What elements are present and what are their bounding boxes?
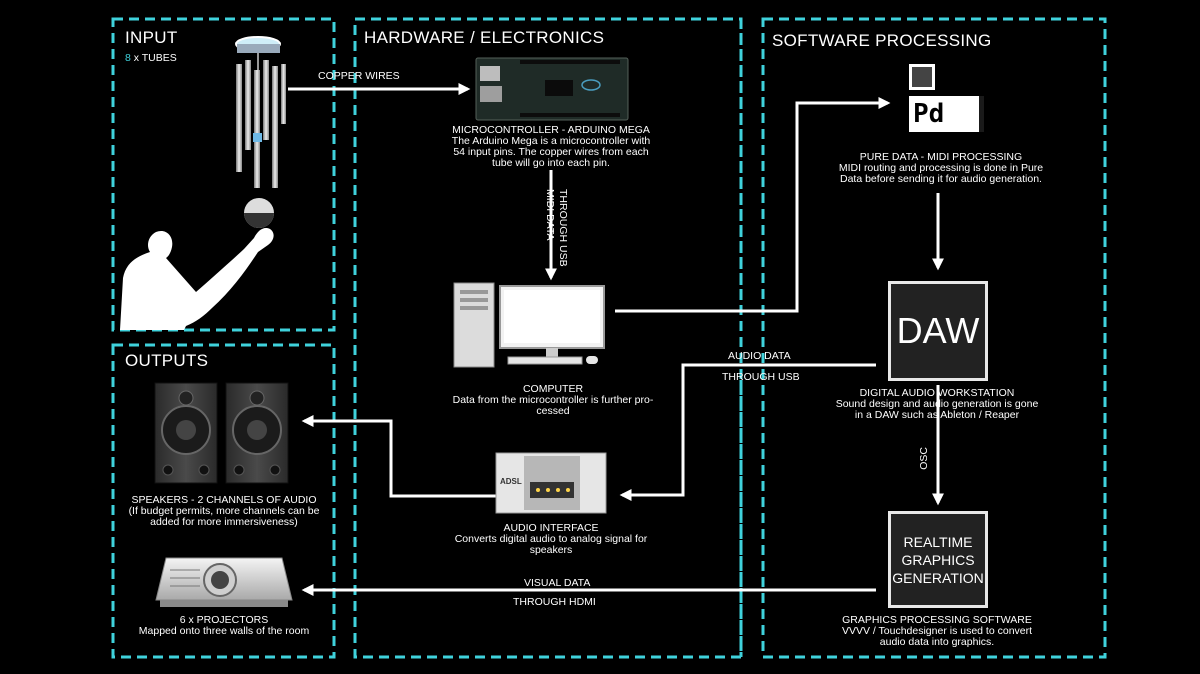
edge-daw-interface <box>619 363 876 501</box>
edge-label-visual1: VISUAL DATA <box>524 577 591 589</box>
audio-interface-label: AUDIO INTERFACE Converts digital audio t… <box>446 523 656 556</box>
graphics-box-line: REALTIME <box>903 533 973 550</box>
puredata-logo-text: Pd <box>913 99 945 129</box>
computer-title: COMPUTER <box>522 383 584 395</box>
graphics-desc-line: VVVV / Touchdesigner is used to convert <box>841 625 1033 637</box>
daw-title: DIGITAL AUDIO WORKSTATION <box>859 387 1015 399</box>
edge-label-osc: OSC <box>918 447 930 470</box>
speakers-label: SPEAKERS - 2 CHANNELS OF AUDIO (If budge… <box>117 495 331 528</box>
section-title-hardware: HARDWARE / ELECTRONICS <box>364 28 605 47</box>
edge-label-midi-text1: MIDI DATA <box>544 189 556 241</box>
computer-desc-line: cessed <box>536 405 570 417</box>
frame-input <box>111 17 336 332</box>
edge-interface-speakers <box>301 415 496 498</box>
tube-unit: x TUBES <box>133 52 177 64</box>
arduino-illustration <box>475 57 629 121</box>
microcontroller-title: MICROCONTROLLER - ARDUINO MEGA <box>452 124 650 136</box>
speakers-desc-line: added for more immersiveness) <box>150 516 298 528</box>
frame-software <box>761 17 1107 659</box>
speakers-title: SPEAKERS - 2 CHANNELS OF AUDIO <box>131 494 317 506</box>
edge-label-audio2: THROUGH USB <box>722 371 800 383</box>
edge-label-visual2: THROUGH HDMI <box>513 596 596 608</box>
graphics-box-line: GENERATION <box>892 569 984 586</box>
daw-desc-line: Sound design and audio generation is gon… <box>835 398 1039 410</box>
graphics-title: GRAPHICS PROCESSING SOFTWARE <box>842 614 1032 626</box>
puredata-desc-line: Data before sending it for audio generat… <box>840 173 1042 185</box>
daw-box: DAW <box>888 281 988 381</box>
graphics-label: GRAPHICS PROCESSING SOFTWARE VVVV / Touc… <box>832 615 1042 648</box>
section-frames <box>111 17 1107 659</box>
projectors-label: 6 x PROJECTORS Mapped onto three walls o… <box>117 615 331 637</box>
puredata-title: PURE DATA - MIDI PROCESSING <box>859 151 1023 163</box>
puredata-label: PURE DATA - MIDI PROCESSING MIDI routing… <box>836 152 1046 185</box>
adsl-badge: ADSL <box>500 477 522 486</box>
audio-interface-desc-line: Converts digital audio to analog signal … <box>454 533 648 545</box>
tube-count: 8 <box>125 52 131 64</box>
edge-label-audio1: AUDIO DATA <box>728 350 791 362</box>
graphics-box-line: GRAPHICS <box>901 551 975 568</box>
edge-label-copper: COPPER WIRES <box>318 70 400 82</box>
projectors-title: 6 x PROJECTORS <box>179 614 269 626</box>
frame-outputs <box>111 343 336 659</box>
audio-interface-illustration <box>495 452 607 514</box>
edge-label-midi-group: MIDI DATA THROUGH USB <box>544 189 569 267</box>
connectors <box>288 83 944 596</box>
projector-illustration <box>155 557 293 607</box>
graphics-desc-line: audio data into graphics. <box>879 636 995 648</box>
puredata-icon <box>909 64 984 132</box>
edge-computer-pd <box>615 97 891 313</box>
person-silhouette <box>120 228 274 330</box>
speakers-desc-line: (If budget permits, more channels can be <box>128 505 320 517</box>
speakers-illustration <box>154 382 289 484</box>
graphics-box: REALTIME GRAPHICS GENERATION <box>888 511 988 608</box>
section-title-input: INPUT <box>125 28 178 47</box>
microcontroller-desc-line: The Arduino Mega is a microcontroller wi… <box>451 135 651 147</box>
projectors-desc-line: Mapped onto three walls of the room <box>138 625 310 637</box>
microcontroller-label: MICROCONTROLLER - ARDUINO MEGA The Ardui… <box>436 125 666 169</box>
audio-interface-title: AUDIO INTERFACE <box>503 522 599 534</box>
wind-chime-illustration <box>235 36 286 228</box>
computer-desc-line: Data from the microcontroller is further… <box>452 394 654 406</box>
microcontroller-desc-line: tube will go into each pin. <box>492 157 610 169</box>
computer-illustration <box>453 282 605 368</box>
microcontroller-desc-line: 54 input pins. The copper wires from eac… <box>453 146 649 158</box>
frame-hardware <box>353 17 743 659</box>
puredata-desc-line: MIDI routing and processing is done in P… <box>838 162 1044 174</box>
input-subtitle: 8 x TUBES <box>125 52 177 64</box>
section-title-software: SOFTWARE PROCESSING <box>772 31 992 50</box>
daw-label: DIGITAL AUDIO WORKSTATION Sound design a… <box>826 388 1048 421</box>
audio-interface-desc-line: speakers <box>529 544 573 556</box>
computer-label: COMPUTER Data from the microcontroller i… <box>438 384 668 417</box>
section-title-outputs: OUTPUTS <box>125 351 209 370</box>
daw-desc-line: in a DAW such as Ableton / Reaper <box>854 409 1020 421</box>
edge-label-midi-text2: THROUGH USB <box>557 189 569 267</box>
